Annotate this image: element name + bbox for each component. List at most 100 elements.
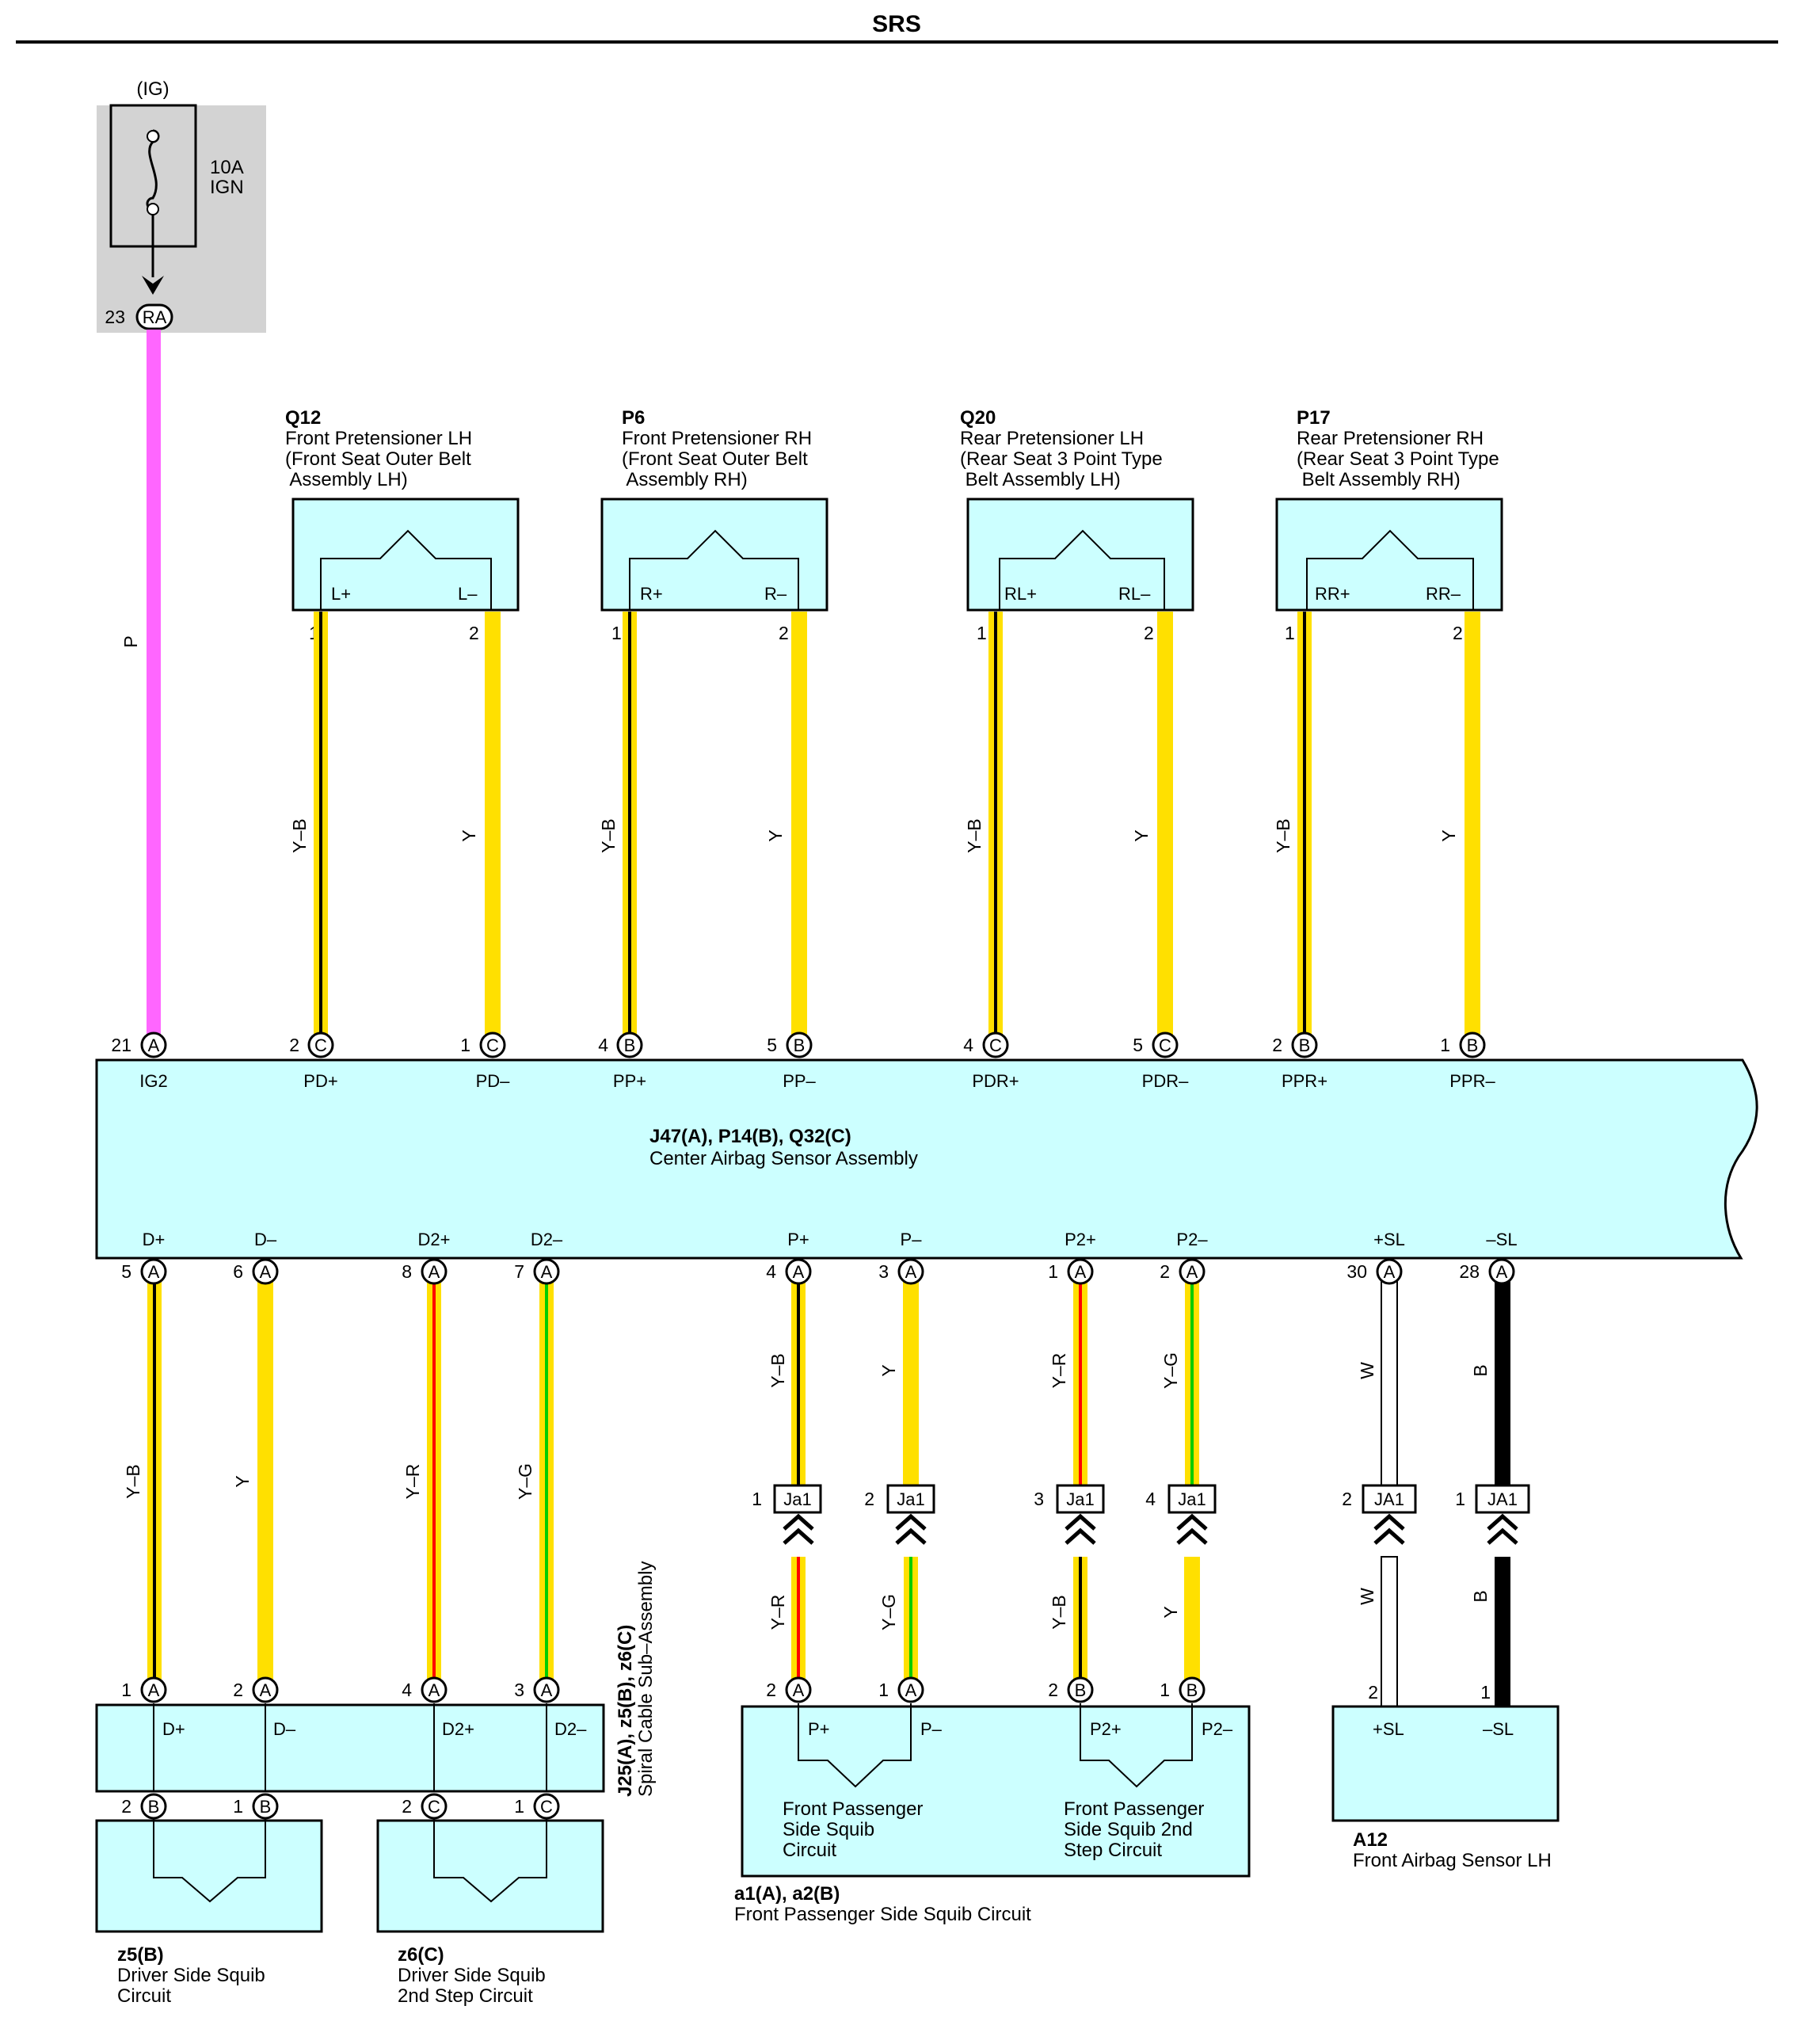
wire-label: B [1470,1364,1491,1376]
terminal-circle [533,1258,560,1285]
squib-element-icon [433,1819,547,1903]
pretensioner-name-line: Belt Assembly LH) [960,469,1121,490]
ecu-top-terminals: A 21 IG2 C 2 PD+ C 1 PD– B 4 PP+ B 5 PP–… [111,1032,1495,1091]
terminal-connector: C [486,1035,499,1055]
squib-name-line: Circuit [117,1985,171,2007]
fuse-terminal-top [147,130,159,143]
pretensioner-box [600,498,828,612]
pretensioner-pin: 2 [1453,623,1463,643]
lower-wire-labels: Y–B Y Y–R Y–G Y–B Y Y–R Y–G W B Y–R Y–G … [123,1352,1491,1630]
junction-chevron-icon [783,1513,814,1545]
terminal-label: IG2 [139,1071,167,1091]
terminal-circle [1179,1676,1206,1703]
wire-label: Y–B [964,818,985,852]
junction-chevron-icon [1487,1513,1518,1545]
junction-chevron-icon [895,1513,927,1545]
terminal-connector: A [541,1262,553,1282]
wire-tracer-black [319,612,322,1045]
terminal-pin: 1 [1048,1261,1058,1282]
wire-tracer-black [628,612,631,1045]
junction-chevron-icon [1176,1513,1208,1545]
wire-w [1381,1556,1398,1708]
pretensioner-element-icon [1306,529,1474,610]
pretensioner-name-line: Belt Assembly RH) [1297,469,1461,490]
terminal-circle [421,1258,448,1285]
junction-label: JA1 [1487,1489,1518,1509]
ecu-name: Center Airbag Sensor Assembly [649,1148,918,1169]
wire-label: Y [1438,829,1459,841]
airbag-sensor-box [1331,1705,1560,1822]
terminal-pin: 4 [402,1680,412,1700]
pretensioner-term-plus: RR+ [1315,584,1350,604]
terminal-connector: C [428,1797,440,1817]
terminal-circle [140,1793,167,1820]
terminal-pin: 2 [121,1796,131,1817]
terminal-circle [479,1032,506,1058]
terminal-pin: 2 [766,1680,776,1700]
terminal-pin: 2 [289,1035,299,1055]
wire-label: Y–G [515,1463,535,1500]
terminal-pin: 7 [514,1261,524,1282]
terminal-label: PPR– [1449,1071,1495,1091]
wire-label: Y–B [1049,1595,1069,1629]
terminal-circle [421,1793,448,1820]
pretensioner-wire-labels: Y–B Y Y–B Y Y–B Y Y–B Y [289,818,1459,852]
junction-box [1056,1484,1105,1514]
wire-tracer-black [153,1272,156,1691]
wire-tracer-red [797,1557,800,1690]
junction-pin: 1 [752,1489,762,1509]
wire-pink-ig [147,330,161,1045]
pretensioner-pin: 1 [977,623,987,643]
terminal-label: P+ [787,1230,809,1249]
terminal-connector: A [148,1680,160,1700]
wire-tracer-black [1079,1557,1082,1690]
junction-box [773,1484,822,1514]
terminal-pin: 1 [233,1796,243,1817]
fuse-connector-oval [135,303,173,330]
terminal-pin: 5 [767,1035,777,1055]
ecu-bottom-terminal-circles: A 5 A 6 A 8 A 7 A 4 A 3 A 1 A 2 A 30 A 2… [121,1258,1515,1285]
junction-label: Ja1 [1066,1489,1094,1509]
squib-element-icon [798,1703,912,1788]
circuit-label-line: Side Squib [783,1819,874,1840]
pretensioner-name-line: (Front Seat Outer Belt [285,448,471,470]
wire-y [1465,612,1480,1045]
terminal-connector: A [260,1680,272,1700]
pretensioner-name-line: (Front Seat Outer Belt [622,448,808,470]
terminal-circle [252,1676,279,1703]
terminal-connector: B [624,1035,636,1055]
passenger-squib-name: Front Passenger Side Squib Circuit [734,1904,1031,1925]
wire-w [1381,1272,1398,1504]
terminal-connector: C [1159,1035,1171,1055]
terminal-connector: A [1186,1262,1198,1282]
passenger-squib: P+ P– P2+ P2– A 2 A 1 B 2 B 1 Front Pass… [734,1676,1251,1925]
pretensioner-code: Q20 [960,407,996,429]
wire-label: Y–B [598,818,619,852]
spiral-term-label: D– [273,1719,296,1739]
wire-label: Y–B [1273,818,1293,852]
circuit-label-line: Step Circuit [1064,1840,1162,1861]
terminal-connector: A [1496,1262,1508,1282]
fuse-connector-id: RA [143,307,167,327]
terminal-circle [1067,1676,1094,1703]
wire-label: Y [1160,1606,1181,1618]
terminal-connector: B [1467,1035,1479,1055]
terminal-circle [1067,1258,1094,1285]
pretensioner-name-line: Front Pretensioner LH [285,428,472,449]
terminal-label: PDR– [1142,1071,1189,1091]
wire-label: Y–R [1049,1353,1069,1389]
squib-code: z6(C) [398,1944,444,1966]
wire-label: Y–B [123,1464,143,1498]
terminal-label: –SL [1486,1230,1517,1249]
pretensioner-term-plus: L+ [331,584,351,604]
passenger-term-label: P+ [808,1719,830,1739]
wire-y [791,612,807,1045]
circuit-label-line: Front Passenger [783,1798,923,1820]
pretensioner-term-minus: R– [764,584,787,604]
wire-label: Y–R [767,1595,788,1630]
terminal-connector: B [260,1797,272,1817]
terminal-connector: B [794,1035,806,1055]
pretensioner-name-line: Assembly RH) [622,469,748,490]
wire-tracer-green [909,1557,912,1690]
